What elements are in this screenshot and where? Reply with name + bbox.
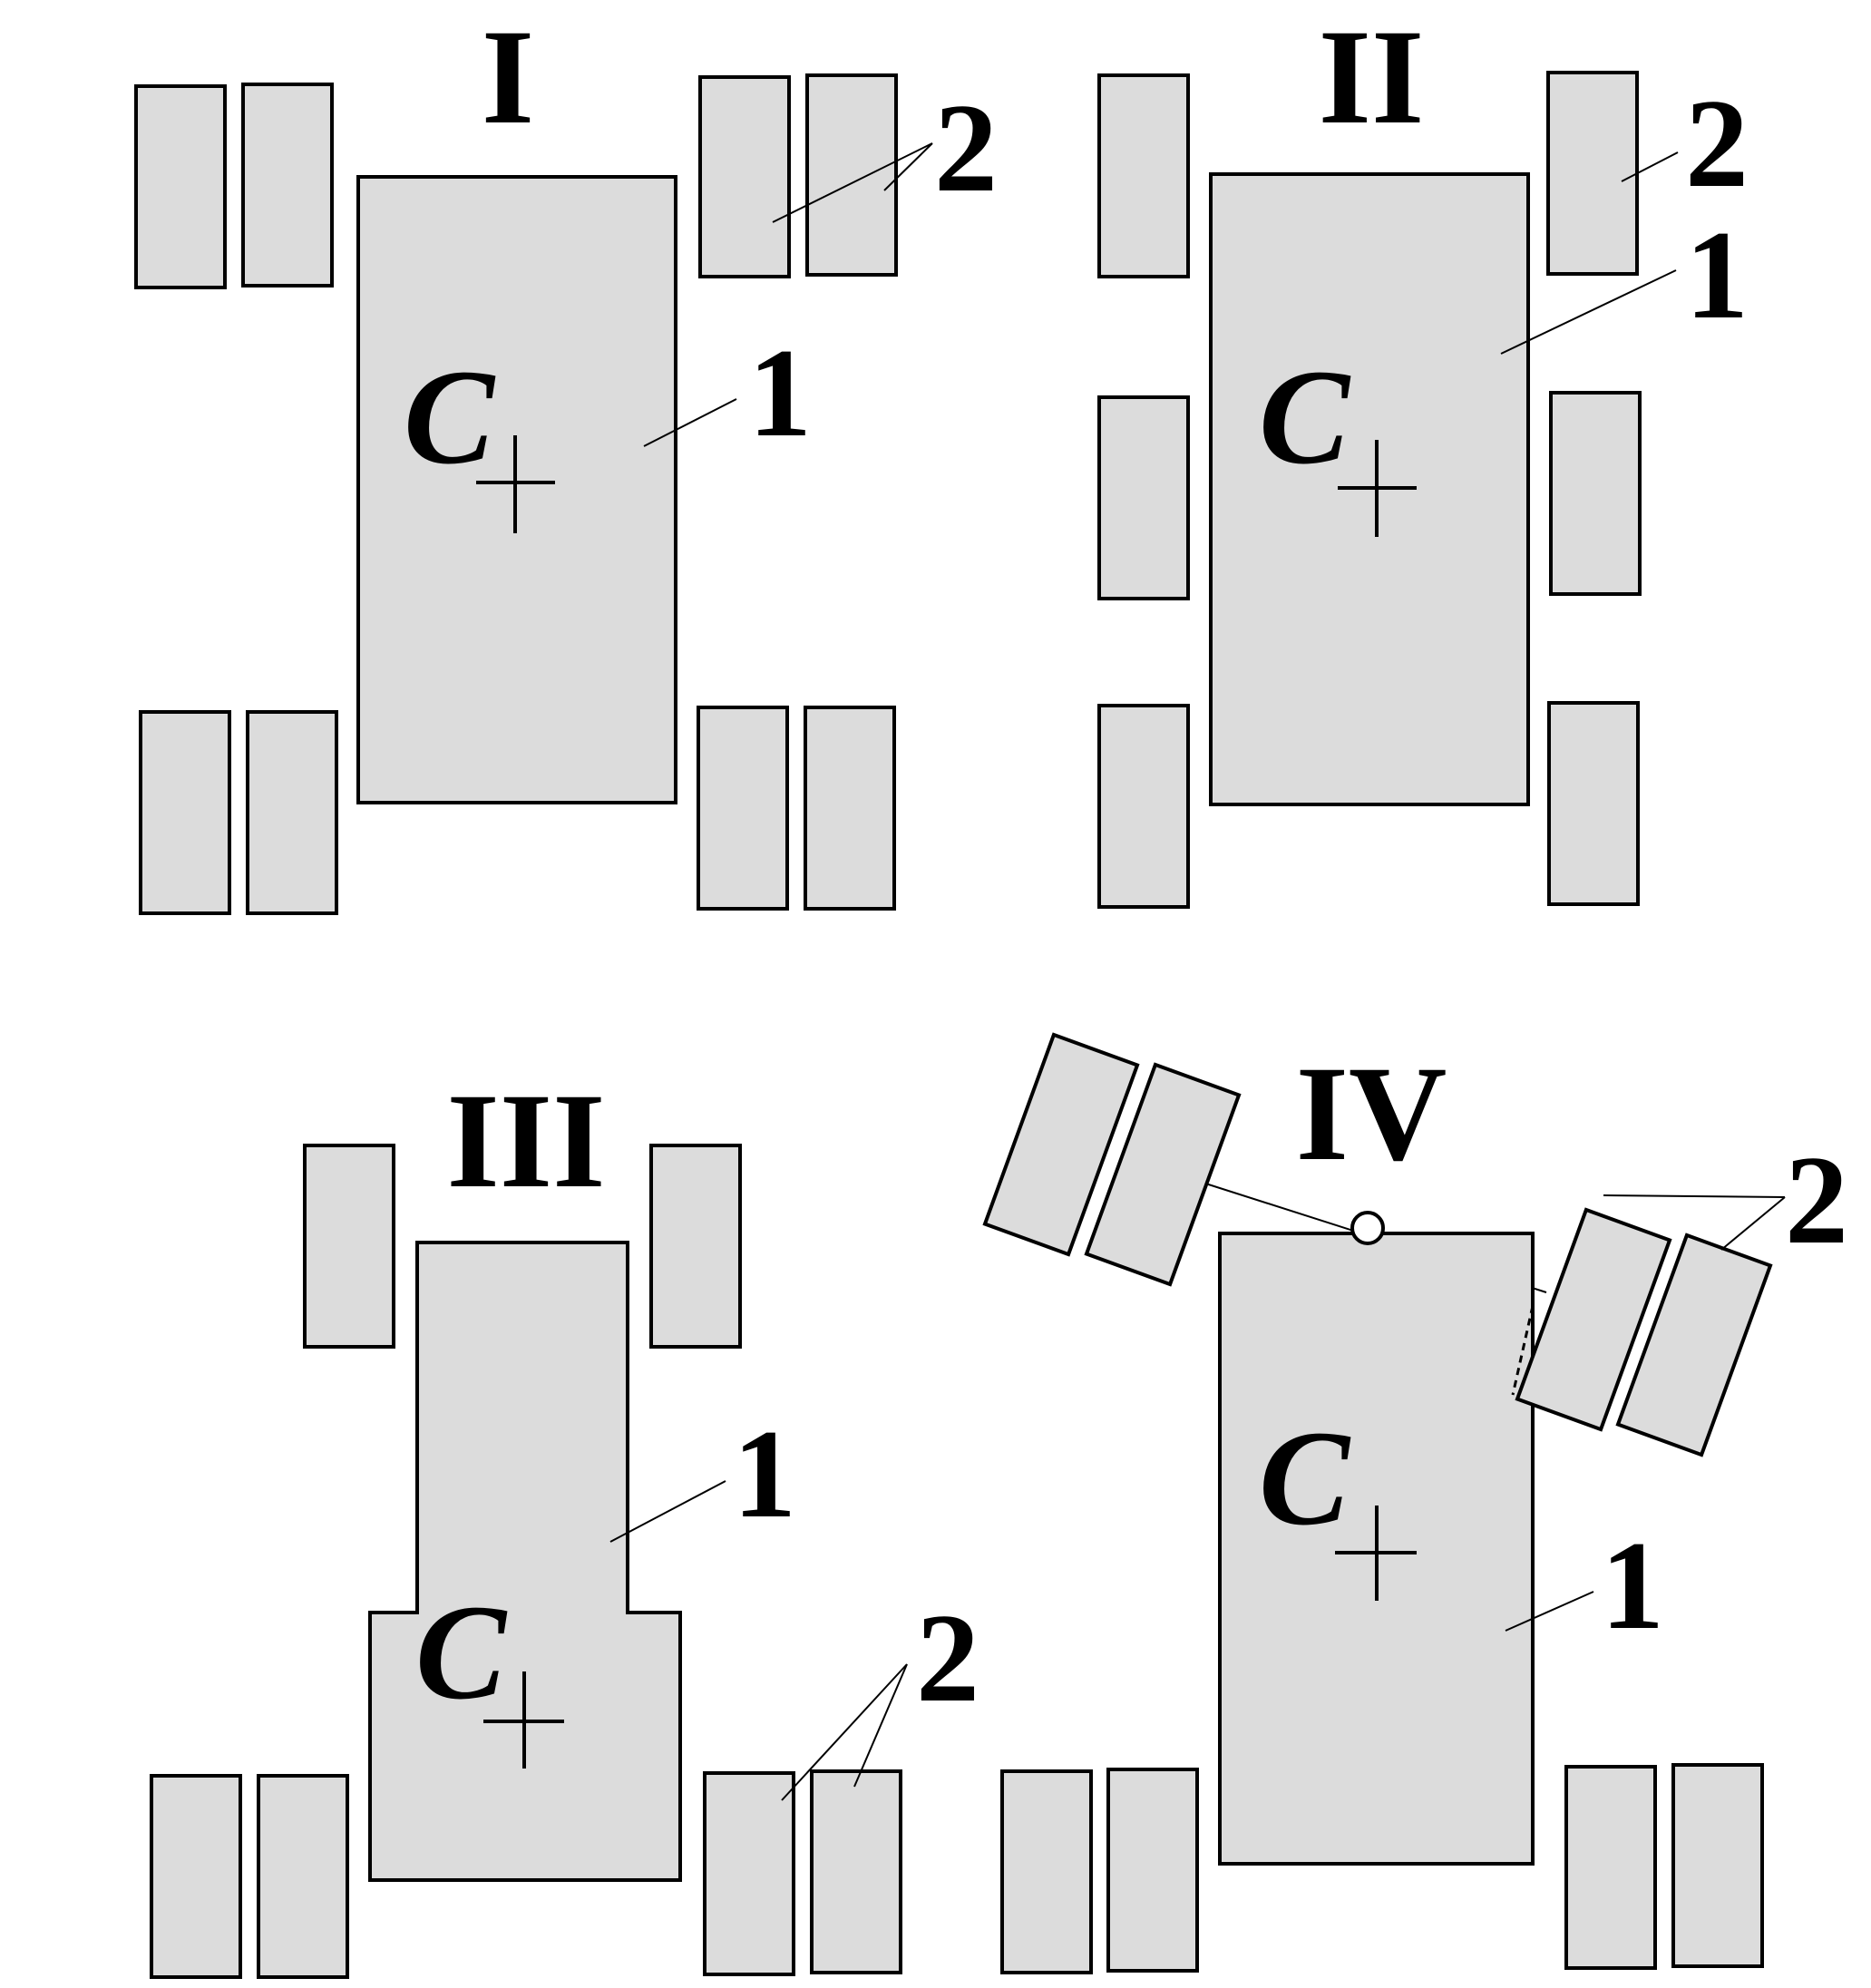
panel-III-wheel-leaders — [781, 1663, 908, 1801]
panel-I-body-leader — [643, 398, 737, 447]
panel-I-wheel-leaders — [772, 142, 933, 223]
panel-III-wheel — [649, 1144, 742, 1349]
panel-III-wheel — [703, 1771, 795, 1976]
panel-IV-wheel-number: 2 — [1785, 1130, 1848, 1271]
panel-IV-wheel-leaders — [1603, 1194, 1786, 1251]
panel-IV-hinge — [1350, 1211, 1385, 1245]
panel-IV-turn-marker — [1511, 1305, 1535, 1396]
panel-II-wheel-number: 2 — [1685, 73, 1749, 214]
panel-I-wheel — [697, 706, 789, 911]
panel-IV-body-leader — [1505, 1591, 1594, 1632]
panel-II-wheel — [1097, 73, 1190, 278]
panel-IV-wheel — [1000, 1769, 1093, 1974]
panel-I-wheel — [805, 73, 898, 277]
panel-I-wheel — [804, 706, 896, 911]
panel-I-wheel — [246, 710, 338, 915]
panel-II-wheel — [1097, 704, 1190, 909]
panel-II-wheel — [1097, 395, 1190, 600]
panel-II-title: II — [1319, 2, 1425, 152]
panel-III-wheel-number: 2 — [916, 1588, 979, 1729]
panel-II-wheel — [1547, 701, 1640, 906]
panel-IV-center-label: C — [1259, 1403, 1351, 1554]
panel-I-wheel — [698, 75, 791, 278]
panel-IV-wheel — [1106, 1768, 1199, 1973]
panel-IV-wheel — [1515, 1207, 1672, 1432]
panel-IV-title: IV — [1296, 1038, 1447, 1189]
panel-I-wheel — [139, 710, 231, 915]
panel-IV-wheel — [1615, 1233, 1773, 1457]
panel-IV: IV C 1 2 — [982, 1032, 1848, 1974]
panel-IV-body-number: 1 — [1601, 1515, 1664, 1656]
panel-II-center-label: C — [1259, 342, 1351, 492]
panel-IV-center-cross — [1335, 1506, 1417, 1601]
panel-II-wheel — [1546, 71, 1639, 276]
panel-IV-wheel — [1671, 1763, 1764, 1968]
panel-III-center-label: C — [415, 1577, 508, 1728]
panel-I-wheel — [241, 83, 334, 287]
panel-III-wheel — [257, 1774, 349, 1979]
panel-II: II C 1 2 — [1097, 2, 1749, 909]
panel-IV-wheel — [1084, 1062, 1242, 1287]
panel-I-wheel — [134, 84, 227, 289]
panel-I-wheel-number: 2 — [934, 78, 998, 219]
panel-I-body-number: 1 — [748, 323, 812, 463]
panel-II-body-number: 1 — [1685, 205, 1749, 346]
panel-I-center-label: C — [404, 342, 496, 492]
panel-II-center-cross — [1338, 440, 1417, 537]
panel-III-wheel — [810, 1769, 902, 1974]
panel-II-wheel-leader — [1621, 151, 1679, 182]
panel-III-wheel — [150, 1774, 242, 1979]
panel-II-body-leader — [1500, 269, 1677, 355]
panel-IV-wheel — [982, 1032, 1140, 1257]
panel-III-center-cross — [483, 1671, 564, 1769]
panel-IV-wheel — [1564, 1765, 1657, 1970]
panel-III-body — [368, 1241, 682, 1882]
panel-III-wheel — [303, 1144, 395, 1349]
panel-II-wheel — [1549, 391, 1642, 596]
panel-III: III C 1 2 — [150, 1066, 979, 1979]
panel-III-title: III — [446, 1066, 605, 1216]
panel-I-center-cross — [476, 435, 555, 533]
panel-III-body-number: 1 — [733, 1404, 796, 1545]
panel-I-title: I — [482, 2, 534, 152]
panel-I: I C 1 2 — [134, 2, 998, 915]
panel-III-body-leader — [609, 1480, 726, 1543]
